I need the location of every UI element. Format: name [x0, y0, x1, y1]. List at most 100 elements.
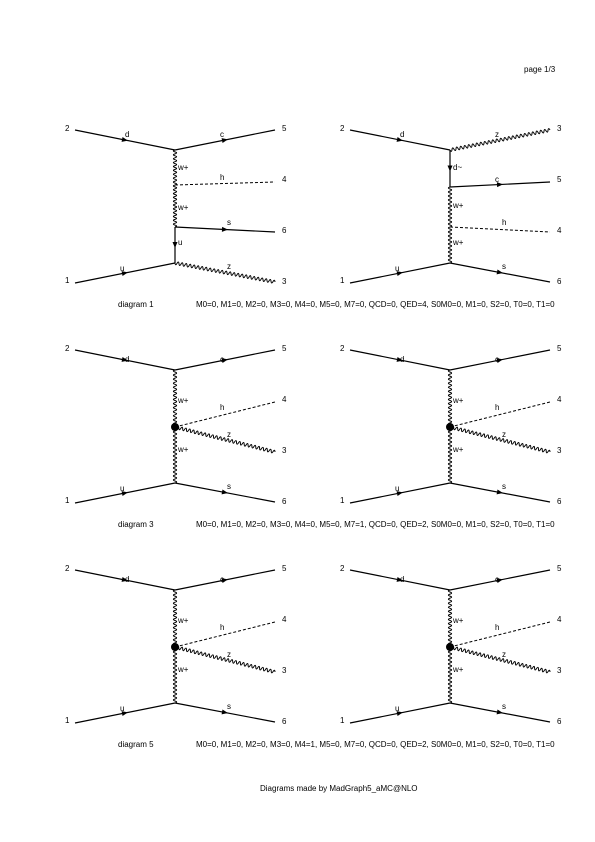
- ext-label: 4: [557, 395, 562, 404]
- vertex-blob: [171, 643, 179, 651]
- particle-label: z: [502, 430, 506, 439]
- particle-label: c: [495, 355, 499, 364]
- higgs-line: [174, 621, 276, 648]
- w-propagator-upper: [447, 186, 453, 228]
- ext-label: 3: [282, 666, 287, 675]
- particle-label: w+: [452, 396, 464, 405]
- particle-label: z: [227, 262, 231, 271]
- ext-label: 4: [282, 175, 287, 184]
- fermion-dbar-arrow: [447, 165, 453, 172]
- fermion-u-arrow: [396, 711, 403, 717]
- higgs-line: [174, 181, 276, 186]
- particle-label: u: [120, 264, 124, 273]
- z-boson-line: [449, 425, 551, 454]
- vertex-blob: [446, 643, 454, 651]
- fermion-u-internal-arrow: [172, 242, 178, 248]
- ext-label: 6: [557, 277, 562, 286]
- fermion-d-arrow: [121, 576, 128, 582]
- particle-label: c: [495, 175, 499, 184]
- fermion-u-arrow: [396, 491, 403, 497]
- fermion-c-arrow: [221, 358, 228, 364]
- footer-credit: Diagrams made by MadGraph5_aMC@NLO: [260, 784, 418, 793]
- particle-label: h: [495, 403, 499, 412]
- particle-label: d: [400, 130, 404, 139]
- vertex-blob: [171, 423, 179, 431]
- ext-label: 6: [282, 497, 287, 506]
- ext-label: 4: [282, 395, 287, 404]
- ext-label: 2: [65, 564, 70, 573]
- ext-label: 6: [557, 497, 562, 506]
- ext-label: 4: [557, 615, 562, 624]
- particle-label: c: [220, 575, 224, 584]
- ext-label: 3: [557, 446, 562, 455]
- particle-label: h: [220, 173, 224, 182]
- particle-label: w+: [452, 616, 464, 625]
- ext-label: 5: [282, 344, 287, 353]
- particle-label: s: [227, 218, 231, 227]
- particle-label: u: [395, 484, 399, 493]
- particle-label: u: [395, 704, 399, 713]
- fermion-u-arrow: [121, 711, 128, 717]
- ext-label: 3: [282, 277, 287, 286]
- higgs-line: [449, 226, 551, 233]
- ext-label: 1: [340, 716, 345, 725]
- particle-label: w+: [177, 163, 189, 172]
- particle-label: s: [227, 482, 231, 491]
- particle-label: c: [220, 130, 224, 139]
- z-boson-line: [174, 645, 276, 674]
- ext-label: 5: [557, 564, 562, 573]
- fermion-c-arrow: [221, 578, 228, 584]
- particle-label: d: [125, 355, 129, 364]
- ext-label: 3: [557, 666, 562, 675]
- particle-label: z: [502, 650, 506, 659]
- particle-label: h: [220, 623, 224, 632]
- ext-label: 1: [65, 276, 70, 285]
- z-boson-line: [174, 261, 276, 284]
- particle-label: s: [502, 482, 506, 491]
- diagram-caption: diagram 3: [118, 520, 154, 529]
- w-propagator-lower: [447, 426, 453, 484]
- fermion-u-arrow: [396, 271, 403, 277]
- w-propagator-upper: [172, 589, 178, 648]
- particle-label: h: [495, 623, 499, 632]
- ext-label: 5: [557, 175, 562, 184]
- vertex-blob: [446, 423, 454, 431]
- ext-label: 4: [282, 615, 287, 624]
- z-boson-line: [449, 645, 551, 674]
- coupling-orders: M0=0, M1=0, M2=0, M3=0, M4=0, M5=0, M7=1…: [196, 520, 555, 529]
- particle-label: w+: [452, 665, 464, 674]
- w-propagator-upper: [172, 369, 178, 428]
- ext-label: 2: [65, 344, 70, 353]
- particle-label: w+: [177, 445, 189, 454]
- particle-label: d: [125, 575, 129, 584]
- fermion-d-arrow: [121, 136, 128, 142]
- ext-label: 4: [557, 226, 562, 235]
- fermion-s-arrow: [496, 269, 503, 275]
- fermion-d-arrow: [396, 136, 403, 142]
- particle-label: d: [400, 355, 404, 364]
- ext-label: 5: [557, 344, 562, 353]
- ext-label: 2: [65, 124, 70, 133]
- particle-label: u: [120, 484, 124, 493]
- ext-label: 2: [340, 124, 345, 133]
- w-propagator-lower: [172, 646, 178, 704]
- fermion-c-arrow: [496, 358, 503, 364]
- particle-label: w+: [177, 665, 189, 674]
- ext-label: 5: [282, 124, 287, 133]
- w-propagator-upper: [447, 369, 453, 428]
- ext-label: 6: [557, 717, 562, 726]
- w-propagator-upper: [447, 589, 453, 648]
- higgs-line: [449, 621, 551, 648]
- ext-label: 6: [282, 717, 287, 726]
- particle-label: h: [220, 403, 224, 412]
- w-propagator-lower: [172, 184, 178, 228]
- fermion-d-arrow: [396, 356, 403, 362]
- particle-label: s: [502, 262, 506, 271]
- z-boson-line: [449, 128, 551, 152]
- particle-label: d: [400, 575, 404, 584]
